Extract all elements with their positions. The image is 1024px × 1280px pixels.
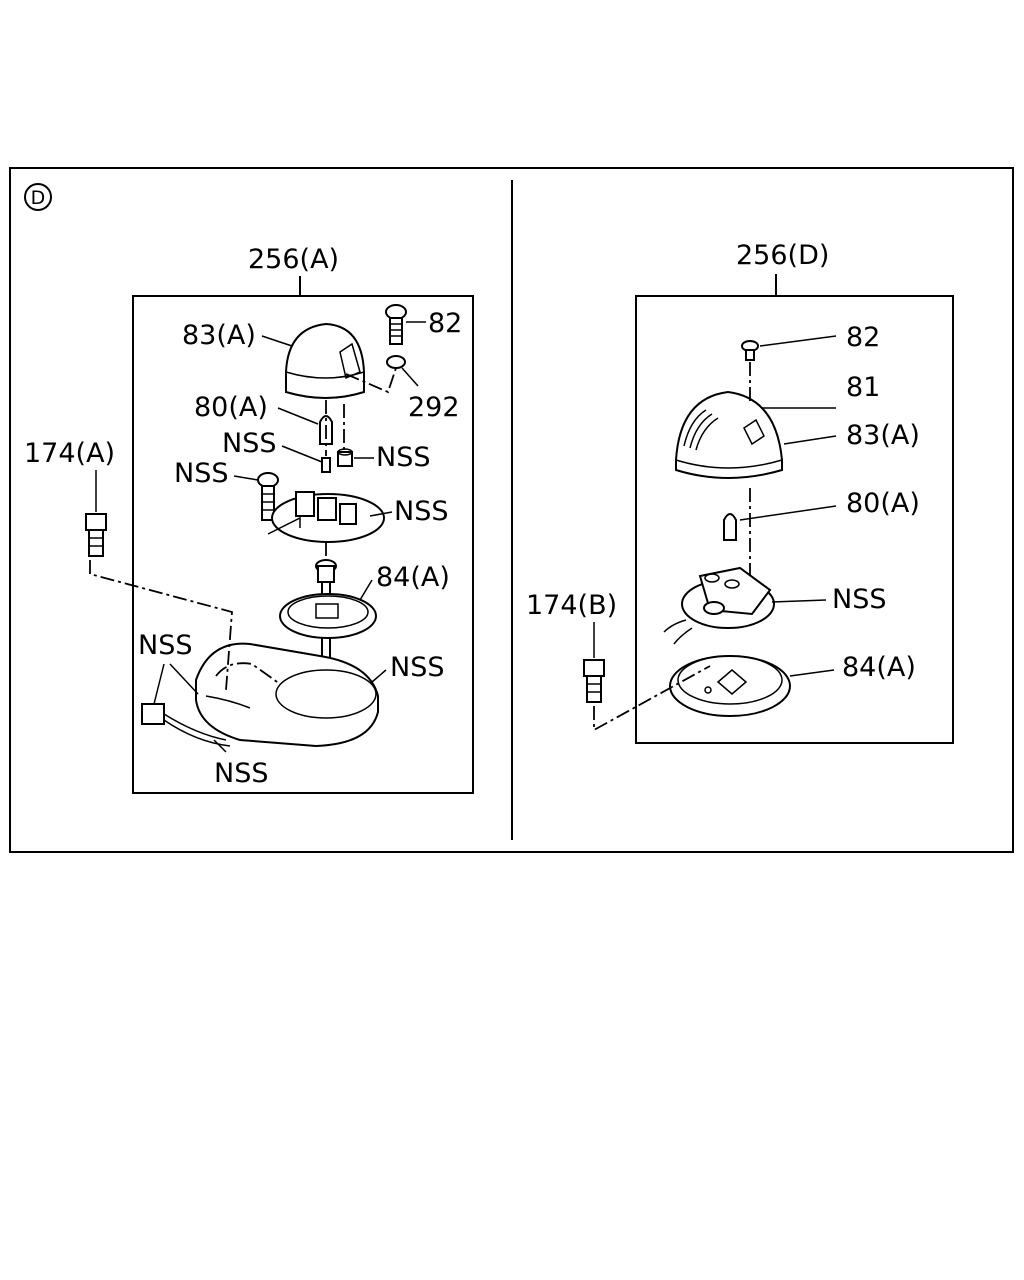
- left-bolt-174a: [85, 513, 107, 557]
- section-marker-label: D: [31, 187, 46, 209]
- label-80a-left: 80(A): [194, 392, 268, 423]
- label-nss-nut-left: NSS: [376, 442, 430, 473]
- label-nss-holder-right: NSS: [832, 584, 886, 615]
- right-gasket-84a: [669, 655, 791, 717]
- left-gasket-84a: [279, 593, 377, 639]
- right-bulb-80a: [723, 513, 737, 541]
- label-174a-left: 174(A): [24, 438, 115, 469]
- right-assembly-label: 256(D): [736, 240, 829, 271]
- left-holder-screw: [257, 472, 279, 521]
- left-harness-connector: [141, 703, 231, 747]
- right-assembly: 256(D) 82 81 83(A) 80(A): [635, 240, 954, 744]
- label-292-left: 292: [408, 392, 460, 423]
- label-81-right: 81: [846, 372, 880, 403]
- left-nut: [337, 448, 353, 467]
- label-nss-wire-left: NSS: [214, 758, 268, 789]
- right-screw-82: [741, 340, 759, 361]
- label-84a-left: 84(A): [376, 562, 450, 593]
- label-nss-base-left: NSS: [390, 652, 444, 683]
- left-washer-292: [386, 355, 406, 369]
- label-174b-right: 174(B): [526, 590, 617, 621]
- label-84a-right: 84(A): [842, 652, 916, 683]
- left-screw-82: [385, 304, 407, 345]
- label-82-left: 82: [428, 308, 462, 339]
- label-83a-right: 83(A): [846, 420, 920, 451]
- left-assembly-box: [132, 295, 474, 794]
- left-assembly: 256(A) 83(A) 82 292 80(A): [132, 244, 474, 794]
- left-base: [195, 642, 379, 748]
- left-bolt-leader: [89, 560, 233, 691]
- label-82-right: 82: [846, 322, 880, 353]
- right-bolt-leader: [593, 665, 711, 732]
- left-assembly-label: 256(A): [248, 244, 339, 275]
- label-80a-right: 80(A): [846, 488, 920, 519]
- outer-frame: [9, 167, 1014, 853]
- label-nss-holder-left: NSS: [394, 496, 448, 527]
- label-nss-screw-left: NSS: [174, 458, 228, 489]
- right-assembly-box: [635, 295, 954, 744]
- right-holder: [663, 566, 775, 645]
- label-nss-socket-left: NSS: [222, 428, 276, 459]
- left-holder-plate: [267, 491, 385, 543]
- label-nss-harness-left: NSS: [138, 630, 192, 661]
- label-83a-left: 83(A): [182, 320, 256, 351]
- right-lens-dome: [675, 390, 783, 479]
- left-lens-dome: [285, 322, 365, 399]
- right-bolt-174b: [583, 659, 605, 703]
- section-marker: D: [24, 183, 52, 211]
- left-socket-pin: [321, 457, 331, 473]
